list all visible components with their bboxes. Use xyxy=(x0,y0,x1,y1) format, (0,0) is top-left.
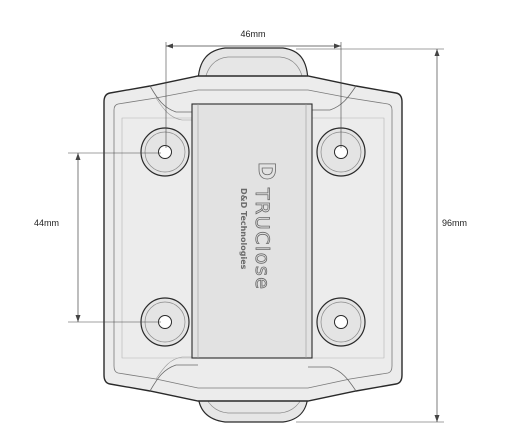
brand-subtitle: D&D Technologies xyxy=(239,188,248,270)
dimension-label-left: 44mm xyxy=(34,218,59,228)
dimension-label-width: 46mm xyxy=(240,29,265,39)
screw-hole-top-left xyxy=(140,127,190,177)
screw-hole-top-right xyxy=(316,127,366,177)
brand-name: TRUClose xyxy=(251,187,273,290)
brand-emboss: D TRUClose D&D Technologies xyxy=(239,161,278,290)
screw-hole-bottom-right xyxy=(316,297,366,347)
dimension-right-height: 96mm xyxy=(296,48,467,423)
brand-logo-icon: D xyxy=(253,162,278,180)
center-plate xyxy=(191,103,313,359)
dimension-label-right: 96mm xyxy=(442,218,467,228)
dimension-left-height: 44mm xyxy=(34,152,161,323)
dimension-top-width: 46mm xyxy=(165,29,342,148)
